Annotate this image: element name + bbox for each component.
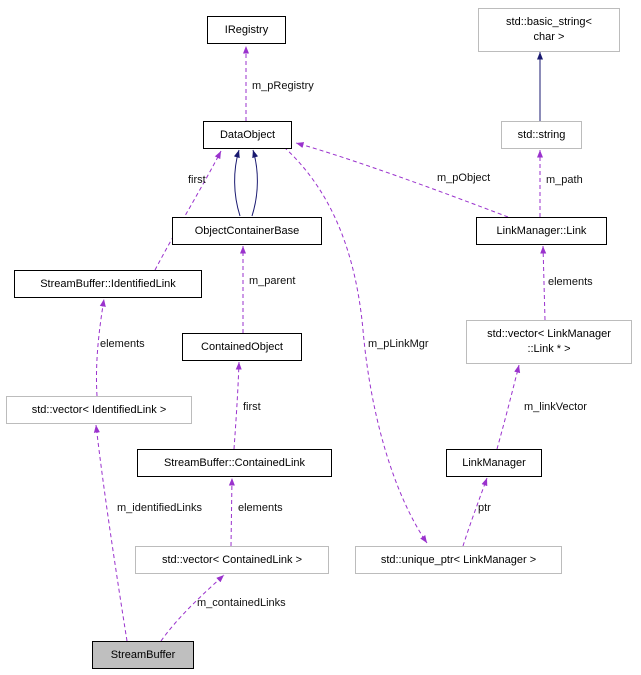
node-std-vector-identifiedlink: std::vector< IdentifiedLink >	[6, 396, 192, 424]
edge-label-m-parent: m_parent	[249, 275, 296, 287]
edge-containedlink-to-containedobject	[233, 361, 242, 450]
edge-label-m-plinkmgr: m_pLinkMgr	[368, 338, 429, 350]
edge-label-m-identifiedlinks: m_identifiedLinks	[117, 502, 202, 514]
edge-streambuffer-to-vectorcontained	[160, 574, 225, 642]
node-dataobject[interactable]: DataObject	[203, 121, 292, 149]
node-linkmanager[interactable]: LinkManager	[446, 449, 542, 477]
edge-label-identified-elements: elements	[100, 338, 145, 350]
edge-label-m-path: m_path	[546, 174, 583, 186]
edge-objectcontainerbase-inherits-dataobject-b	[251, 149, 259, 217]
edge-label-m-linkvector: m_linkVector	[524, 401, 587, 413]
edge-label-link-elements: elements	[548, 276, 593, 288]
node-linkmanager-link[interactable]: LinkManager::Link	[476, 217, 607, 245]
edge-label-m-pregistry: m_pRegistry	[252, 80, 314, 92]
edge-dataobject-to-uniqueptr	[283, 146, 428, 544]
node-containedobject[interactable]: ContainedObject	[182, 333, 302, 361]
node-streambuffer: StreamBuffer	[92, 641, 194, 669]
edge-label-ptr: ptr	[478, 502, 491, 514]
edge-vectorlink-to-link	[540, 245, 547, 321]
node-iregistry[interactable]: IRegistry	[207, 16, 286, 44]
node-std-unique-ptr-linkmanager: std::unique_ptr< LinkManager >	[355, 546, 562, 574]
node-std-string: std::string	[501, 121, 582, 149]
edge-vectoridentified-to-identifiedlink	[95, 298, 106, 397]
edge-label-identified-first: first	[188, 174, 206, 186]
edge-label-contained-first: first	[243, 401, 261, 413]
node-streambuffer-containedlink[interactable]: StreamBuffer::ContainedLink	[137, 449, 332, 477]
node-std-vector-containedlink: std::vector< ContainedLink >	[135, 546, 329, 574]
node-std-vector-linkmanager-link: std::vector< LinkManager ::Link * >	[466, 320, 632, 364]
edge-label-m-containedlinks: m_containedLinks	[197, 597, 286, 609]
edge-streambuffer-to-vectoridentified	[93, 424, 128, 642]
edge-identifiedlink-to-dataobject	[154, 150, 222, 271]
node-objectcontainerbase[interactable]: ObjectContainerBase	[172, 217, 322, 245]
edge-objectcontainerbase-inherits-dataobject-a	[233, 149, 241, 217]
edge-label-m-pobject: m_pObject	[437, 172, 491, 184]
node-streambuffer-identifiedlink[interactable]: StreamBuffer::IdentifiedLink	[14, 270, 202, 298]
edge-label-contained-elements: elements	[238, 502, 283, 514]
edge-uniqueptr-to-linkmanager	[462, 477, 488, 547]
edge-linkmanager-to-vectorlink	[496, 364, 521, 450]
edge-vectorcontained-to-containedlink	[228, 477, 235, 547]
node-std-basic-string: std::basic_string< char >	[478, 8, 620, 52]
